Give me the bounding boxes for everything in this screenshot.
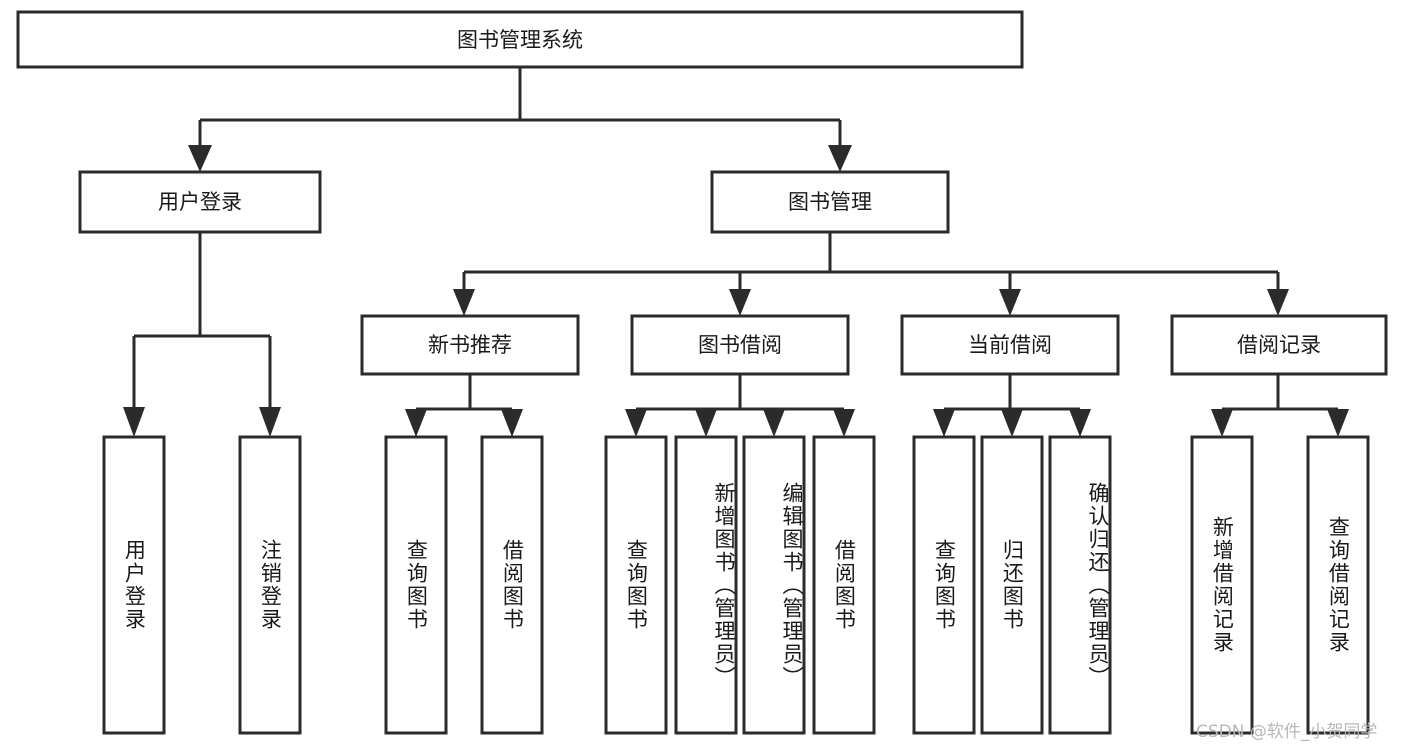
node-book-borrow-box[interactable]: [630, 314, 850, 376]
node-new-book-rec-box[interactable]: [360, 314, 580, 376]
arrow-head-book-manage: [828, 145, 852, 172]
node-book-manage[interactable]: 图书管理: [710, 170, 950, 234]
arrow-head-leaf-borrow-book-rec: [501, 409, 523, 437]
arrow-head-leaf-query-book-borrow: [625, 409, 647, 437]
node-current-borrow-label: 当前借阅: [968, 333, 1052, 357]
node-borrow-record-label: 借阅记录: [1237, 333, 1321, 357]
node-borrow-record[interactable]: 借阅记录: [1170, 314, 1388, 376]
node-new-book-rec[interactable]: 新书推荐: [360, 314, 580, 376]
arrow-head-current-borrow: [999, 289, 1021, 316]
arrow-head-leaf-query-book-rec: [405, 409, 427, 437]
arrow-head-leaf-edit-book: [763, 409, 785, 437]
node-book-manage-label: 图书管理: [788, 190, 872, 214]
node-book-manage-box[interactable]: [710, 170, 950, 234]
connector-current-borrow-branch: [942, 374, 1082, 412]
node-user-login-box[interactable]: [78, 170, 322, 234]
node-user-login-label: 用户登录: [158, 190, 242, 214]
node-leaf-borrow-book-box[interactable]: [812, 435, 876, 735]
arrow-head-borrow-record: [1267, 289, 1289, 316]
node-root-box[interactable]: [16, 10, 1024, 69]
node-leaf-user-logout-box[interactable]: [238, 435, 302, 735]
leaf-box-layer[interactable]: [102, 435, 1370, 735]
arrow-head-leaf-borrow-book: [833, 409, 855, 437]
node-leaf-borrow-book-rec-box[interactable]: [480, 435, 544, 735]
connector-borrow-record-branch: [1220, 374, 1340, 412]
connector-book-manage-branch: [462, 232, 1280, 292]
arrow-head-leaf-add-record: [1211, 409, 1233, 437]
connector-root-trunk: [198, 67, 842, 148]
node-current-borrow-box[interactable]: [900, 314, 1120, 376]
arrow-head-leaf-query-record: [1327, 409, 1349, 437]
node-leaf-query-book-borrow-box[interactable]: [604, 435, 668, 735]
connector-new-book-rec-branch: [414, 374, 514, 412]
node-new-book-rec-label: 新书推荐: [428, 333, 512, 357]
node-book-borrow[interactable]: 图书借阅: [630, 314, 850, 376]
arrow-head-leaf-return-book: [1001, 409, 1023, 437]
node-leaf-user-login-box[interactable]: [102, 435, 166, 735]
arrow-head-user-login: [188, 145, 212, 172]
node-leaf-add-record-box[interactable]: [1190, 435, 1254, 735]
node-current-borrow[interactable]: 当前借阅: [900, 314, 1120, 376]
arrow-head-leaf-query-book-current: [933, 409, 955, 437]
node-leaf-query-record-box[interactable]: [1306, 435, 1370, 735]
node-leaf-query-book-current-box[interactable]: [912, 435, 976, 735]
connector-user-login-branch: [132, 232, 272, 410]
arrow-head-leaf-user-login: [123, 407, 145, 437]
node-leaf-return-book-box[interactable]: [980, 435, 1044, 735]
connector-book-borrow-branch: [634, 374, 846, 412]
node-leaf-edit-book-box[interactable]: [742, 435, 806, 735]
node-leaf-query-book-rec-box[interactable]: [384, 435, 448, 735]
arrow-head-leaf-add-book: [695, 409, 717, 437]
arrow-head-book-borrow: [729, 289, 751, 316]
node-root-label: 图书管理系统: [457, 28, 583, 52]
arrow-head-leaf-user-logout: [259, 407, 281, 437]
node-borrow-record-box[interactable]: [1170, 314, 1388, 376]
connector-layer: [123, 67, 1349, 437]
node-user-login[interactable]: 用户登录: [78, 170, 322, 234]
arrow-head-new-book-rec: [453, 289, 475, 316]
node-leaf-confirm-return-box[interactable]: [1048, 435, 1112, 735]
csdn-watermark: CSDN @软件_小贺同学: [1196, 722, 1378, 742]
node-root[interactable]: 图书管理系统: [16, 10, 1024, 69]
arrow-head-leaf-confirm-return: [1069, 409, 1091, 437]
node-leaf-add-book-box[interactable]: [674, 435, 738, 735]
node-book-borrow-label: 图书借阅: [698, 333, 782, 357]
